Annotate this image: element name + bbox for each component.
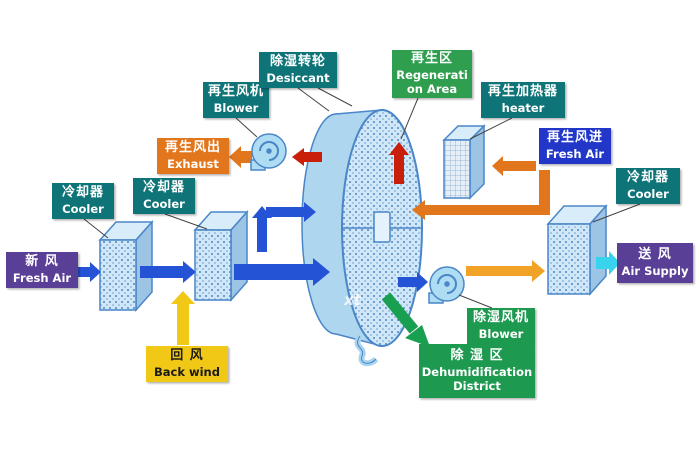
label-cooler-3: 冷却器 Cooler <box>616 168 680 204</box>
label-exhaust: 再生风出 Exhaust <box>157 138 229 174</box>
curl-decoration-outline <box>357 335 377 364</box>
label-dehum-district-zh: 除 湿 区 <box>450 347 504 363</box>
arrow-cooler2-to-wheel <box>234 258 330 286</box>
label-back-wind: 回 风 Back wind <box>146 346 228 382</box>
label-heater: 再生加热器 heater <box>481 82 565 118</box>
arrow-cooler2-up <box>252 206 272 252</box>
label-fresh-air-in: 新 风 Fresh Air <box>6 252 78 288</box>
leader-lines <box>83 87 641 309</box>
cooler-box-3 <box>546 204 608 296</box>
label-back-wind-en: Back wind <box>154 364 220 379</box>
label-dehum-blower: 除湿风机 Blower <box>467 308 535 344</box>
label-dehum-district: 除 湿 区 Dehumidification District <box>419 344 535 398</box>
label-cooler-3-en: Cooler <box>627 186 669 201</box>
arrow-cooler1-to-cooler2 <box>140 261 196 283</box>
arrow-blower-to-cooler3 <box>466 260 545 282</box>
label-cooler-1: 冷却器 Cooler <box>52 183 114 219</box>
label-desiccant-en: Desiccant <box>266 70 330 85</box>
label-air-supply-zh: 送 风 <box>638 247 672 263</box>
label-dehum-blower-zh: 除湿风机 <box>472 310 529 326</box>
arrow-freshair-to-cooler1 <box>76 262 101 282</box>
label-heater-zh: 再生加热器 <box>487 84 558 100</box>
heater-box <box>442 124 486 200</box>
arrow-upper-to-wheel <box>266 202 316 222</box>
label-cooler-2-en: Cooler <box>143 196 185 211</box>
label-back-wind-zh: 回 风 <box>170 348 204 364</box>
heater-box-front <box>443 139 471 199</box>
regen-blower-fan-hub <box>266 148 272 154</box>
arrow-freshair-to-heater <box>492 156 536 176</box>
label-dehum-district-en: Dehumidification District <box>421 364 533 394</box>
cooler-box-1-front <box>99 239 137 311</box>
label-regen-blower: 再生风机 Blower <box>203 82 269 118</box>
label-heater-en: heater <box>501 100 545 115</box>
cooler-box-2-front <box>194 229 232 301</box>
arrow-wheel-to-dehum-district-head <box>405 325 430 347</box>
arrow-backwind-up <box>171 291 195 345</box>
label-regen-blower-zh: 再生风机 <box>207 84 264 100</box>
label-desiccant: 除湿转轮 Desiccant <box>259 52 337 88</box>
regen-blower-fan <box>250 133 287 171</box>
arrow-wheel-to-dehum-district-shaft <box>381 292 419 334</box>
label-exhaust-en: Exhaust <box>167 156 219 171</box>
cooler-box-3-front <box>547 223 591 295</box>
label-cooler-1-en: Cooler <box>62 201 104 216</box>
regen-blower-fan-spiral <box>259 141 279 161</box>
label-regen-fresh-air: 再生风进 Fresh Air <box>539 128 611 164</box>
dehum-blower-fan-spiral <box>437 274 457 294</box>
label-regen-area: 再生区 Regeneration Area <box>392 50 472 98</box>
leader-desiccant-a <box>297 87 330 112</box>
leader-heater <box>469 117 513 140</box>
leader-regen-blower <box>235 117 258 138</box>
watermark-text: xt <box>343 291 362 309</box>
label-exhaust-zh: 再生风出 <box>164 140 221 156</box>
label-desiccant-zh: 除湿转轮 <box>269 54 326 70</box>
cooler-box-1 <box>98 220 154 312</box>
wheel-top-edge <box>335 109 383 115</box>
leader-dehum-blower <box>458 294 493 309</box>
leader-cooler2 <box>164 213 208 230</box>
arrow-regen-elbow-vertical <box>539 170 550 215</box>
dehum-blower-fan-hub <box>444 281 450 287</box>
leader-desiccant-b <box>317 87 353 107</box>
label-dehum-blower-en: Blower <box>478 326 524 341</box>
label-regen-fresh-air-en: Fresh Air <box>545 146 605 161</box>
label-cooler-2-zh: 冷却器 <box>142 180 185 196</box>
arrow-blower-to-exhaust <box>229 146 252 168</box>
label-cooler-2: 冷却器 Cooler <box>133 178 195 214</box>
label-fresh-air-in-en: Fresh Air <box>12 270 72 285</box>
label-regen-area-en: Regeneration Area <box>396 67 468 97</box>
label-regen-fresh-air-zh: 再生风进 <box>546 130 603 146</box>
cooler-box-2 <box>193 210 249 302</box>
leader-regen-area <box>400 97 419 140</box>
dehum-blower-fan <box>428 266 465 304</box>
leader-cooler3 <box>592 203 641 223</box>
label-cooler-1-zh: 冷却器 <box>61 185 104 201</box>
label-regen-blower-en: Blower <box>213 100 259 115</box>
arrow-regen-to-wheel <box>412 200 550 220</box>
label-fresh-air-in-zh: 新 风 <box>25 254 59 270</box>
label-regen-area-zh: 再生区 <box>410 50 453 66</box>
label-air-supply-en: Air Supply <box>621 263 689 278</box>
arrow-wheel-regen-up <box>389 142 409 184</box>
arrow-wheel-to-regen-blower <box>292 148 322 166</box>
label-air-supply: 送 风 Air Supply <box>617 243 693 283</box>
label-cooler-3-zh: 冷却器 <box>626 170 669 186</box>
arrow-cooler3-to-airsupply <box>596 251 620 275</box>
arrow-wheel-to-dehum-blower <box>398 272 428 292</box>
wheel-hub <box>373 211 391 243</box>
leader-cooler1 <box>83 218 109 239</box>
